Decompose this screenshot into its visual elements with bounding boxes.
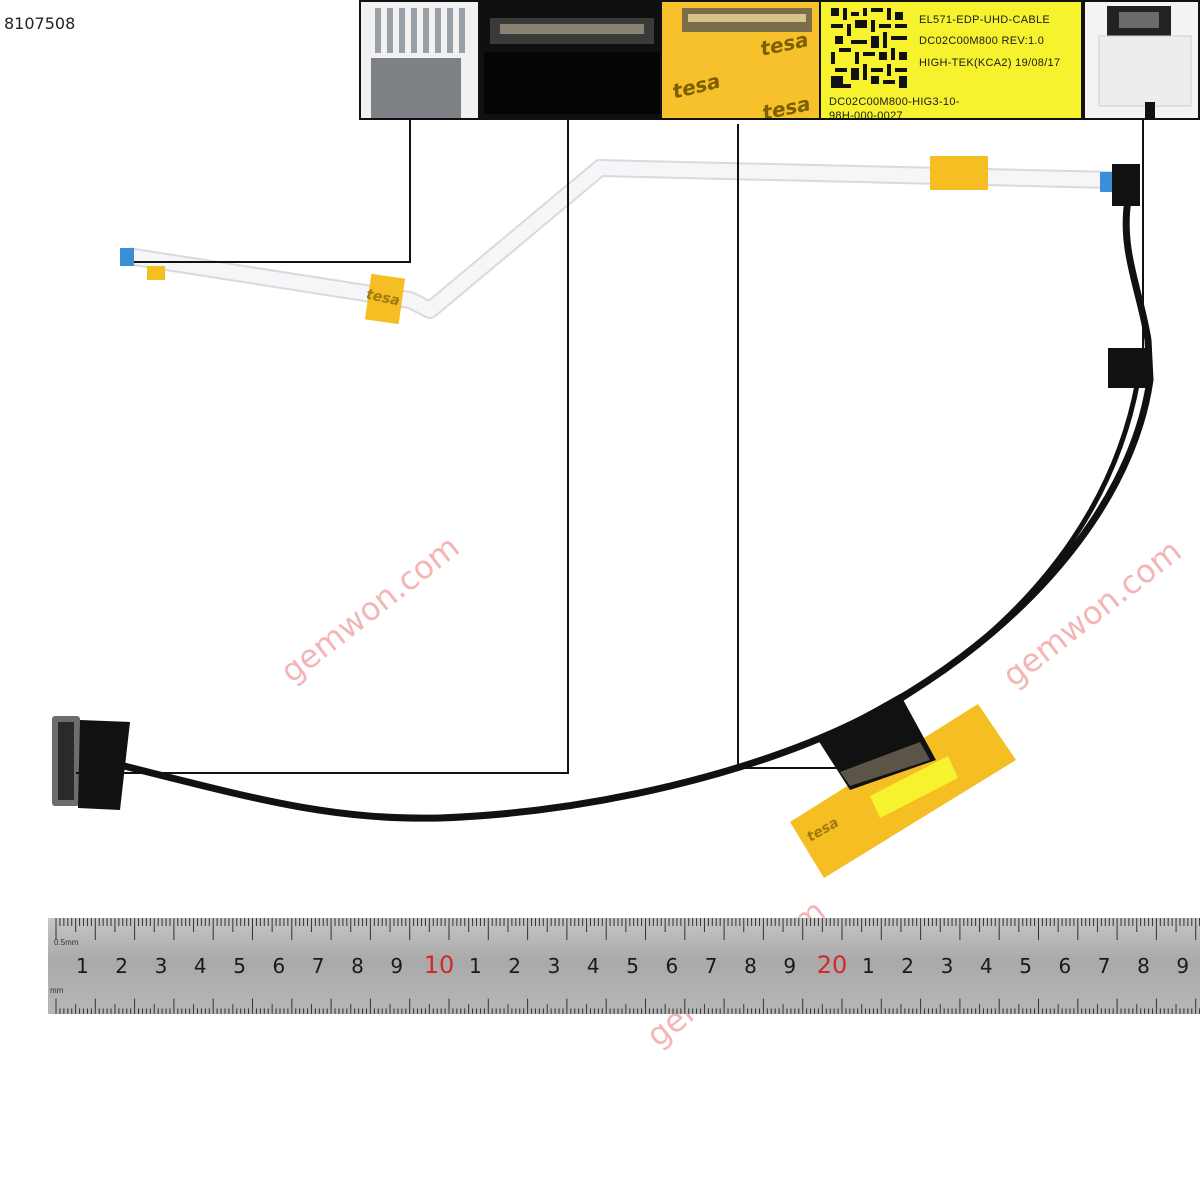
ruler-number: 2 — [115, 954, 129, 978]
connector-black-image — [480, 2, 660, 118]
ruler-unit-mm: mm — [50, 986, 64, 995]
ruler-number: 6 — [272, 954, 286, 978]
ruler-number: 7 — [704, 954, 718, 978]
connector-white-image — [1085, 2, 1198, 118]
ruler-number: 4 — [979, 954, 993, 978]
product-id: 8107508 — [4, 14, 76, 33]
ruler-number: 5 — [626, 954, 639, 978]
label-line-4: DC02C00M800-HIG3-10- — [829, 96, 960, 108]
label-line-5: 98H-000-0027 — [829, 110, 903, 120]
ruler-number: 3 — [940, 954, 954, 978]
ruler-number: 1 — [469, 954, 482, 978]
ruler-number: 3 — [154, 954, 168, 978]
ruler-number: 9 — [1176, 954, 1190, 978]
ruler-number: 9 — [390, 954, 404, 978]
thumb-connector-tape: tesa tesa tesa — [660, 0, 821, 120]
connector-bottom-right — [790, 694, 1016, 878]
ruler-number: 2 — [901, 954, 915, 978]
ruler-unit-small: 0.5mm — [54, 938, 79, 947]
thumb-connector-white — [1083, 0, 1200, 120]
ruler-number: 8 — [1137, 954, 1150, 978]
connector-top-right — [1112, 164, 1140, 206]
label-line-3: HIGH-TEK(KCA2) 19/08/17 — [919, 57, 1061, 69]
ruler-number: 7 — [311, 954, 325, 978]
cable-diagram — [52, 120, 1154, 878]
ffc-contacts-image — [361, 2, 478, 118]
ruler-number: 8 — [744, 954, 757, 978]
thumb-connector-black — [478, 0, 662, 120]
thumb-cable-label: EL571-EDP-UHD-CABLE DC02C00M800 REV:1.0 … — [819, 0, 1083, 120]
ruler-number: 20 — [816, 951, 848, 979]
sleeve-mid-right — [1108, 348, 1152, 388]
label-line-1: EL571-EDP-UHD-CABLE — [919, 14, 1051, 26]
qr-code — [831, 8, 911, 88]
connector-tape-image — [662, 2, 819, 118]
ruler-number: 1 — [76, 954, 89, 978]
ruler-number: 10 — [423, 951, 455, 979]
ruler-number: 1 — [862, 954, 875, 978]
ruler-number: 9 — [783, 954, 797, 978]
ruler-number: 4 — [193, 954, 207, 978]
label-line-2: DC02C00M800 REV:1.0 — [919, 35, 1045, 47]
ffc-blue-tab-right — [1100, 172, 1112, 192]
ruler-number: 2 — [508, 954, 522, 978]
ffc-blue-tab-left — [120, 248, 134, 266]
ruler-number: 6 — [665, 954, 679, 978]
ruler-number: 5 — [233, 954, 246, 978]
ffc-tape-left — [364, 273, 406, 325]
ffc-tape-right — [930, 156, 988, 190]
ffc-tape-small — [147, 266, 165, 280]
ruler-number: 8 — [351, 954, 364, 978]
ruler-number: 3 — [547, 954, 561, 978]
ruler-number: 4 — [586, 954, 600, 978]
connector-left — [52, 716, 130, 810]
ruler-number: 6 — [1058, 954, 1072, 978]
ruler-number: 5 — [1019, 954, 1032, 978]
ruler-number: 7 — [1097, 954, 1111, 978]
ruler: 0.5mm mm 1 2 3 4 5 6 7 8 9 10 1 2 3 4 5 6 7 8 9 20 1 2 3 4 5 6 7 8 9 — [48, 918, 1200, 1014]
leader-lines — [76, 120, 1144, 774]
ffc-ribbon — [120, 156, 1113, 325]
ruler-ticks — [55, 918, 1200, 1014]
